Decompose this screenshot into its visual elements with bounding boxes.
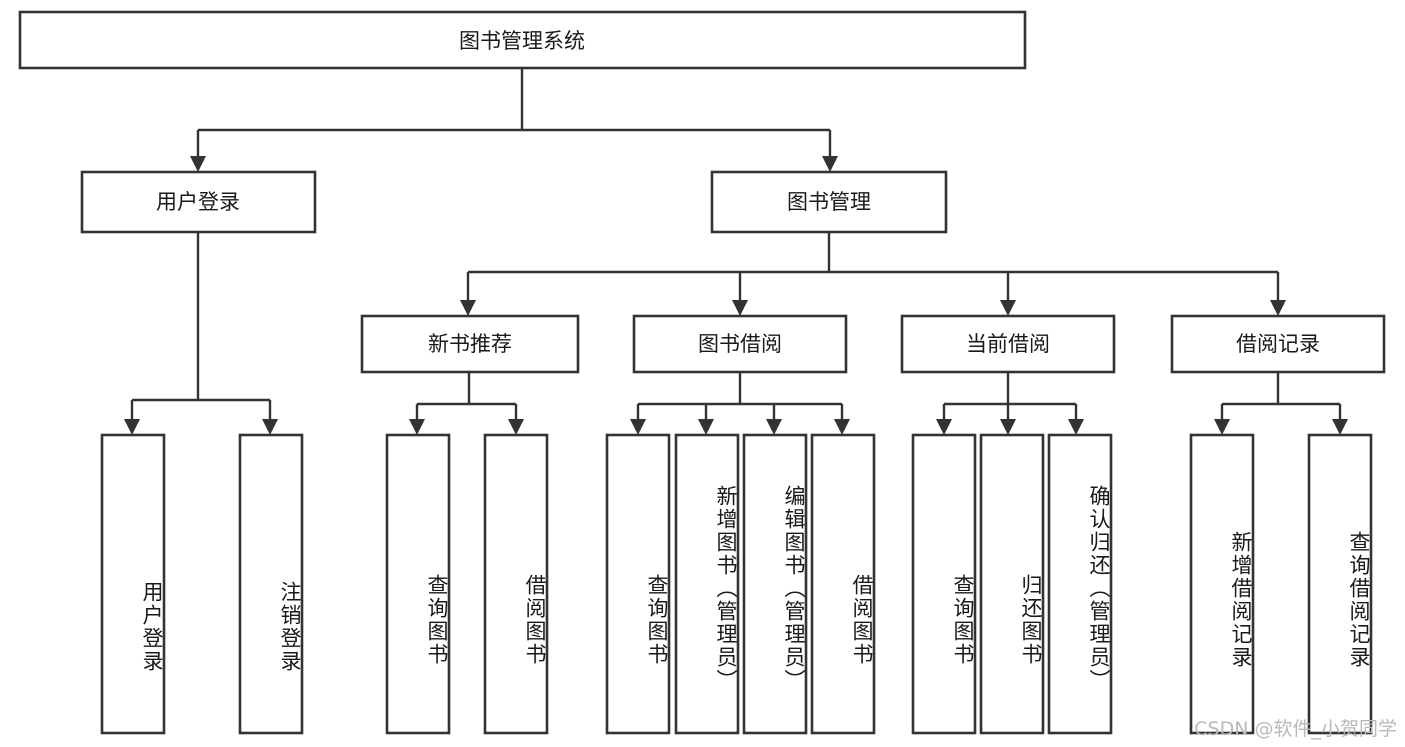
arrow-head-book-borrow xyxy=(732,300,748,316)
connector-root-to-level2 xyxy=(196,68,832,158)
node-book-manage[interactable] xyxy=(710,170,948,234)
label-leaf-query-record: 查询借阅记录 xyxy=(1347,531,1371,669)
connector-bookborrow-to-leaves xyxy=(636,372,844,421)
label-current-borrow: 当前借阅 xyxy=(966,332,1050,356)
node-leaf-edit-book[interactable] xyxy=(742,433,808,735)
label-book-manage: 图书管理 xyxy=(787,190,871,214)
arrow-head-leaf-query-book-3 xyxy=(936,419,952,435)
connector-newbook-to-leaves xyxy=(415,372,518,421)
node-boxes xyxy=(18,10,1386,735)
arrow-head-user-login xyxy=(190,156,206,172)
connector-group-root xyxy=(190,68,838,172)
node-borrow-record[interactable] xyxy=(1170,314,1386,374)
label-leaf-query-book-3: 查询图书 xyxy=(951,574,975,666)
label-user-login: 用户登录 xyxy=(156,190,240,214)
arrow-head-leaf-logout-login xyxy=(262,419,278,435)
node-leaf-confirm-return[interactable] xyxy=(1047,433,1113,735)
node-leaf-borrow-book-1[interactable] xyxy=(483,433,549,735)
node-new-book-recommend[interactable] xyxy=(360,314,580,374)
arrow-head-leaf-borrow-book-2 xyxy=(834,419,850,435)
label-new-book-recommend: 新书推荐 xyxy=(428,332,512,356)
connector-group-new-book-recommend xyxy=(409,372,524,435)
arrow-head-current-borrow xyxy=(1000,300,1016,316)
arrow-head-borrow-record xyxy=(1270,300,1286,316)
arrow-head-leaf-add-record xyxy=(1214,419,1230,435)
label-leaf-add-record: 新增借阅记录 xyxy=(1229,531,1253,669)
watermark-csdn: CSDN @软件_小贺同学 xyxy=(1194,718,1397,740)
connector-group-book-borrow xyxy=(630,372,850,435)
label-root: 图书管理系统 xyxy=(459,29,585,53)
node-leaf-add-record[interactable] xyxy=(1189,433,1255,735)
label-leaf-return-book: 归还图书 xyxy=(1019,574,1043,666)
arrow-head-leaf-confirm-return xyxy=(1068,419,1084,435)
connector-borrowrecord-to-leaves xyxy=(1220,372,1342,421)
label-leaf-borrow-book-1: 借阅图书 xyxy=(523,574,547,666)
arrow-head-book-manage xyxy=(822,156,838,172)
node-user-login[interactable] xyxy=(80,170,317,234)
arrow-head-leaf-query-record xyxy=(1332,419,1348,435)
arrow-head-leaf-borrow-book-1 xyxy=(508,419,524,435)
arrow-head-leaf-user-login xyxy=(124,419,140,435)
arrow-head-leaf-add-book xyxy=(698,419,714,435)
label-leaf-edit-book: 编辑图书（管理员） xyxy=(782,484,806,692)
label-leaf-query-book-1: 查询图书 xyxy=(425,574,449,666)
connector-currentborrow-to-leaves xyxy=(942,372,1078,421)
label-leaf-confirm-return: 确认归还（管理员） xyxy=(1087,484,1111,692)
connector-group-borrow-record xyxy=(1214,372,1348,435)
connector-group-user-login xyxy=(124,232,278,435)
arrow-head-leaf-return-book xyxy=(1000,419,1016,435)
node-current-borrow[interactable] xyxy=(900,314,1116,374)
arrow-head-leaf-edit-book xyxy=(766,419,782,435)
label-book-borrow: 图书借阅 xyxy=(698,332,782,356)
arrow-head-new-book-recommend xyxy=(460,300,476,316)
node-leaf-return-book[interactable] xyxy=(979,433,1045,735)
label-leaf-logout-login: 注销登录 xyxy=(278,581,302,673)
connector-group-book-manage xyxy=(460,232,1286,316)
arrow-head-leaf-query-book-2 xyxy=(630,419,646,435)
label-leaf-add-book: 新增图书（管理员） xyxy=(714,484,738,692)
node-leaf-query-book-1[interactable] xyxy=(385,433,451,735)
node-leaf-query-book-2[interactable] xyxy=(605,433,671,735)
node-leaf-borrow-book-2[interactable] xyxy=(810,433,876,735)
node-book-borrow[interactable] xyxy=(632,314,848,374)
node-leaf-user-login[interactable] xyxy=(100,433,166,735)
node-leaf-query-book-3[interactable] xyxy=(911,433,977,735)
node-leaf-logout-login[interactable] xyxy=(238,433,304,735)
node-root[interactable] xyxy=(18,10,1027,70)
label-leaf-borrow-book-2: 借阅图书 xyxy=(850,574,874,666)
label-leaf-query-book-2: 查询图书 xyxy=(645,574,669,666)
connector-userlogin-to-leaves xyxy=(130,232,272,421)
connector-group-current-borrow xyxy=(936,372,1084,435)
arrow-head-leaf-query-book-1 xyxy=(409,419,425,435)
node-labels-horizontal: 图书管理系统 用户登录 图书管理 新书推荐 图书借阅 当前借阅 借阅记录 xyxy=(156,29,1320,356)
label-borrow-record: 借阅记录 xyxy=(1236,332,1320,356)
node-leaf-add-book[interactable] xyxy=(674,433,740,735)
connector-bookmanage-to-level3 xyxy=(466,232,1280,302)
node-leaf-query-record[interactable] xyxy=(1307,433,1373,735)
label-leaf-user-login: 用户登录 xyxy=(140,581,164,673)
